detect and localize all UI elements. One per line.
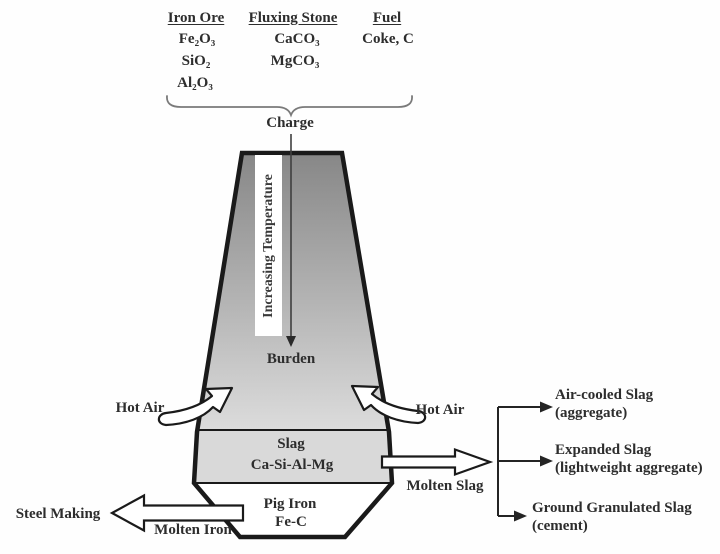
increasing-temperature-box: Increasing Temperature — [255, 155, 282, 336]
pig-iron-zone-label: Pig Iron — [263, 496, 317, 512]
formula-al2o3: Al₂O₃ — [177, 75, 213, 91]
slag-band-lines — [194, 429, 392, 484]
branch-arrow-middle — [540, 455, 553, 467]
column-title-fluxing-stone: Fluxing Stone — [248, 10, 338, 26]
molten-iron-label: Molten Iron — [154, 522, 232, 538]
burden-label: Burden — [266, 351, 316, 367]
steel-making-label: Steel Making — [15, 506, 101, 522]
slag-product-use: (cement) — [532, 518, 588, 534]
column-title-fuel: Fuel — [372, 10, 402, 26]
molten-slag-label: Molten Slag — [406, 478, 484, 494]
molten-iron-arrow — [109, 493, 245, 533]
formula-coke: Coke, C — [362, 31, 414, 47]
slag-branch-lines — [497, 406, 541, 517]
slag-product-air-cooled: Air-cooled Slag (aggregate) — [555, 386, 653, 422]
slag-product-use: (aggregate) — [555, 405, 628, 421]
slag-product-name: Ground Granulated Slag — [532, 500, 692, 516]
formula-mgco3: MgCO₃ — [270, 53, 320, 69]
slag-band — [194, 430, 392, 483]
molten-slag-arrow — [380, 447, 494, 477]
hot-air-label-left: Hot Air — [115, 400, 165, 416]
slag-product-expanded: Expanded Slag (lightweight aggregate) — [555, 441, 703, 477]
column-title-iron-ore: Iron Ore — [167, 10, 225, 26]
slag-product-use: (lightweight aggregate) — [555, 460, 703, 476]
furnace-outline — [191, 150, 395, 540]
charge-arrow-head — [286, 336, 296, 347]
formula-fe2o3: Fe₂O₃ — [178, 31, 216, 47]
branch-arrow-bottom — [514, 510, 527, 522]
slag-product-name: Air-cooled Slag — [555, 387, 654, 403]
formula-caco3: CaCO₃ — [274, 31, 320, 47]
pig-iron-zone-composition: Fe-C — [275, 514, 307, 530]
hot-air-label-right: Hot Air — [415, 402, 465, 418]
furnace-stack-gradient — [197, 153, 389, 430]
formula-sio2: SiO₂ — [181, 53, 211, 69]
hot-air-arrow-right — [350, 384, 427, 425]
charge-label: Charge — [266, 115, 314, 131]
charge-brace — [166, 95, 413, 118]
increasing-temperature-label: Increasing Temperature — [260, 173, 276, 318]
slag-zone-composition: Ca-Si-Al-Mg — [250, 457, 334, 473]
branch-arrow-top — [540, 401, 553, 413]
slag-zone-label: Slag — [277, 436, 305, 452]
slag-product-ground-granulated: Ground Granulated Slag (cement) — [532, 499, 692, 535]
hot-air-arrow-left — [157, 386, 234, 427]
slag-product-name: Expanded Slag — [555, 442, 652, 458]
